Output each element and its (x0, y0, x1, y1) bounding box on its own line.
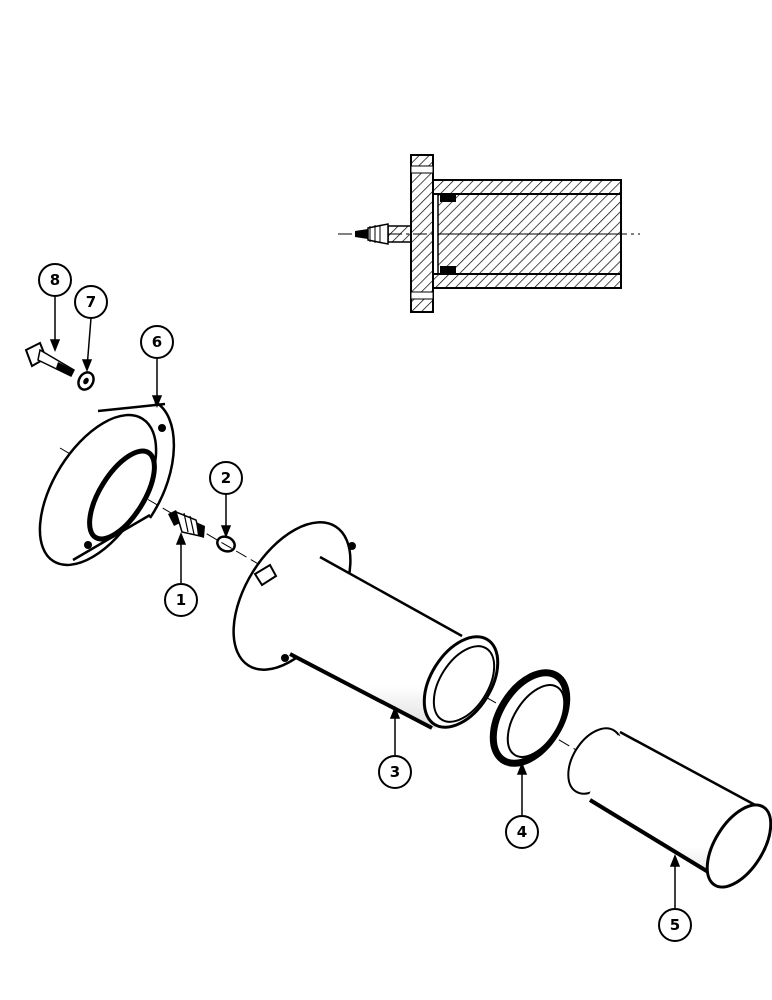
retainer-ring-part-6 (38, 400, 177, 567)
callout-5-label: 5 (670, 916, 680, 934)
bolt-part-8 (24, 341, 75, 377)
callout-1: 1 (164, 583, 198, 617)
callout-8-label: 8 (50, 271, 60, 289)
grease-fitting-part-1 (168, 510, 205, 538)
callout-8: 8 (38, 263, 72, 297)
callout-1-label: 1 (176, 591, 186, 609)
cylinder-part-3 (232, 521, 500, 730)
callout-6: 6 (140, 325, 174, 359)
o-ring-part-2 (216, 535, 236, 553)
callout-2-label: 2 (221, 469, 231, 487)
callout-3-label: 3 (390, 763, 400, 781)
callout-3: 3 (378, 755, 412, 789)
callout-6-label: 6 (152, 333, 162, 351)
callout-5: 5 (658, 908, 692, 942)
callout-4-label: 4 (517, 823, 527, 841)
callout-4: 4 (505, 815, 539, 849)
callout-7-label: 7 (86, 293, 96, 311)
cross-section-view (338, 154, 640, 313)
lock-washer-part-7 (77, 371, 95, 391)
piston-part-5 (567, 727, 772, 889)
leader-lines (49, 297, 681, 908)
seal-ring-part-4 (489, 669, 571, 767)
callout-7: 7 (74, 285, 108, 319)
callout-2: 2 (209, 461, 243, 495)
